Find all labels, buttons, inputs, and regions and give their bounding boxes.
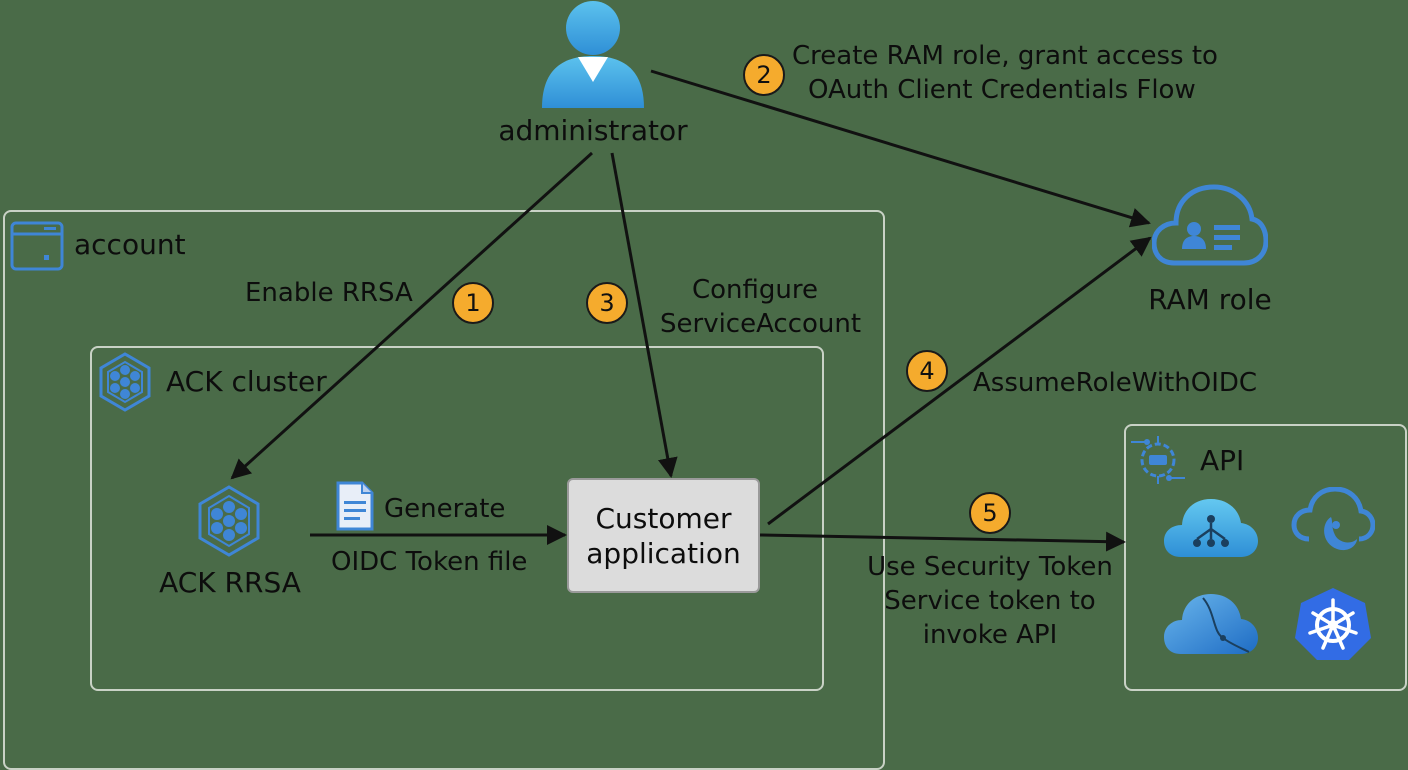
api-container	[1124, 424, 1407, 691]
step-3-label-line-2: ServiceAccount	[660, 309, 862, 339]
step-3-badge: 3	[586, 282, 628, 324]
document-icon	[336, 481, 374, 531]
ack-cluster-label: ACK cluster	[166, 365, 327, 398]
account-label: account	[74, 228, 186, 261]
step-2-label-line-1: Create RAM role, grant access to	[792, 41, 1218, 71]
arrow-step-1	[230, 151, 594, 480]
step-1-label: Enable RRSA	[245, 278, 413, 308]
administrator-label: administrator	[498, 114, 688, 147]
arrow-step-4	[767, 236, 1152, 526]
user-icon	[542, 1, 644, 108]
step-5-badge: 5	[969, 492, 1011, 534]
arrow-step-5	[759, 531, 1126, 552]
customer-application-line-1: Customer	[595, 501, 732, 535]
step-5-label-line-3: invoke API	[922, 620, 1058, 650]
step-4-badge: 4	[906, 350, 948, 392]
arrow-step-2	[650, 69, 1151, 228]
ack-cluster-container	[90, 346, 824, 691]
cloud-dial-icon	[1164, 594, 1258, 654]
step-5-label-line-2: Service token to	[884, 586, 1096, 616]
step-2-label-line-2: OAuth Client Credentials Flow	[808, 75, 1196, 105]
cloud-network-icon	[1164, 499, 1258, 557]
token-file-label: OIDC Token file	[331, 547, 528, 577]
step-3-label-line-1: Configure	[691, 275, 818, 305]
api-label: API	[1200, 444, 1245, 477]
ram-role-label: RAM role	[1148, 283, 1272, 316]
api-gear-icon	[1131, 436, 1185, 484]
customer-application-line-2: application	[586, 536, 741, 570]
kubernetes-helm-icon	[1295, 588, 1371, 660]
step-5-label-line-1: Use Security Token	[867, 552, 1113, 582]
hexagon-cluster-icon	[198, 485, 260, 557]
customer-application-node: Customer application	[567, 478, 760, 593]
arrow-step-3	[610, 152, 678, 478]
hexagon-cluster-icon	[99, 352, 151, 412]
step-1-badge: 1	[452, 282, 494, 324]
ack-rrsa-label: ACK RRSA	[159, 566, 301, 599]
step-2-badge: 2	[743, 54, 785, 96]
token-generate-label: Generate	[384, 494, 506, 524]
account-window-icon	[10, 221, 64, 271]
cloud-moon-icon	[1291, 487, 1375, 551]
step-4-label: AssumeRoleWithOIDC	[973, 368, 1258, 398]
cloud-id-card-icon	[1152, 184, 1268, 266]
